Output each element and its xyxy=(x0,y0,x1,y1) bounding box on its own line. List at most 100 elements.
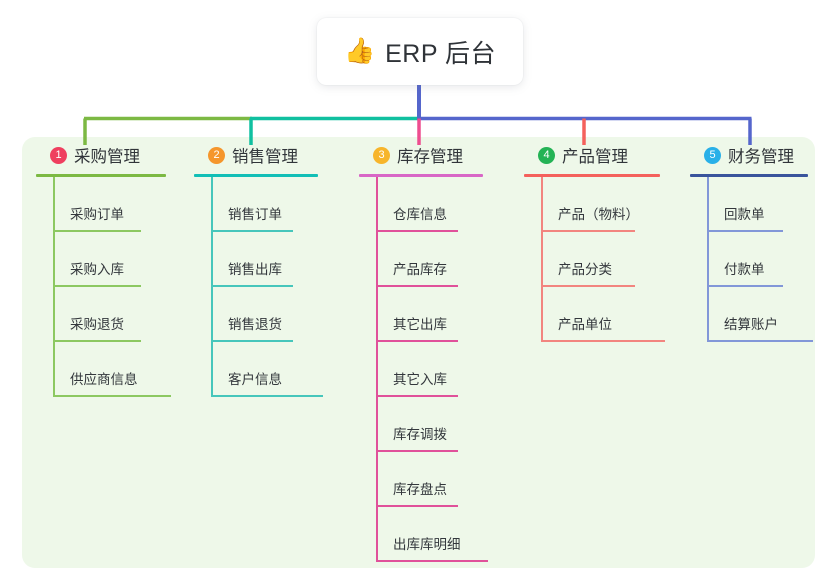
leaf-rule xyxy=(541,285,635,287)
leaf-label: 付款单 xyxy=(724,262,765,277)
leaf-node[interactable]: 产品单位 xyxy=(524,287,665,342)
leaf-label: 销售出库 xyxy=(228,262,282,277)
column-rule-inventory xyxy=(359,174,483,177)
column-product: 4 产品管理产品（物料） 产品分类产品单位 xyxy=(524,137,665,342)
leaf-label: 产品库存 xyxy=(393,262,447,277)
column-rule-purchase xyxy=(36,174,166,177)
column-badge-inventory: 3 xyxy=(373,146,390,164)
leaf-rule xyxy=(541,230,635,232)
leaf-node[interactable]: 客户信息 xyxy=(194,342,323,397)
leaf-node[interactable]: 库存调拨 xyxy=(359,397,483,452)
leaf-node[interactable]: 供应商信息 xyxy=(36,342,171,397)
root-node[interactable]: 👍 ERP 后台 xyxy=(317,18,523,85)
root-node-content: 👍 ERP 后台 xyxy=(344,34,496,70)
leaf-node[interactable]: 采购退货 xyxy=(36,287,166,342)
leaf-label: 仓库信息 xyxy=(393,207,447,222)
leaf-rule xyxy=(376,505,458,507)
diagram-panel xyxy=(22,137,815,568)
leaf-node[interactable]: 出库库明细 xyxy=(359,507,488,562)
column-spine-inventory xyxy=(376,177,378,562)
column-spine-finance xyxy=(707,177,709,342)
column-spine-purchase xyxy=(53,177,55,397)
leaf-rule xyxy=(53,395,171,397)
column-rule-finance xyxy=(690,174,808,177)
column-header-product[interactable]: 4 产品管理 xyxy=(524,137,660,173)
leaf-rule xyxy=(707,230,783,232)
column-title-sales: 销售管理 xyxy=(232,148,298,166)
leaf-rule xyxy=(376,285,458,287)
leaf-rule xyxy=(707,340,813,342)
column-items-sales: 销售订单销售出库销售退货客户信息 xyxy=(194,177,323,397)
column-header-purchase[interactable]: 1 采购管理 xyxy=(36,137,166,173)
leaf-node[interactable]: 销售退货 xyxy=(194,287,318,342)
column-inventory: 3 库存管理仓库信息产品库存其它出库其它入库库存调拨库存盘点出库库明细 xyxy=(359,137,488,562)
leaf-label: 其它入库 xyxy=(393,372,447,387)
column-spine-sales xyxy=(211,177,213,397)
leaf-label: 销售退货 xyxy=(228,317,282,332)
thumbs-up-icon: 👍 xyxy=(343,37,376,65)
leaf-label: 客户信息 xyxy=(228,372,282,387)
leaf-rule xyxy=(376,395,458,397)
column-items-purchase: 采购订单采购入库采购退货供应商信息 xyxy=(36,177,171,397)
leaf-rule xyxy=(53,230,141,232)
leaf-rule xyxy=(376,340,458,342)
leaf-rule xyxy=(541,340,665,342)
leaf-rule xyxy=(53,285,141,287)
leaf-node[interactable]: 采购订单 xyxy=(36,177,166,232)
column-badge-product: 4 xyxy=(538,146,555,164)
leaf-label: 采购退货 xyxy=(70,317,124,332)
leaf-label: 采购订单 xyxy=(70,207,124,222)
leaf-label: 供应商信息 xyxy=(70,372,138,387)
leaf-rule xyxy=(53,340,141,342)
leaf-label: 库存调拨 xyxy=(393,427,447,442)
leaf-label: 出库库明细 xyxy=(393,537,461,552)
column-spine-product xyxy=(541,177,543,342)
leaf-label: 产品（物料） xyxy=(558,207,639,222)
root-title: ERP 后台 xyxy=(385,39,497,68)
leaf-node[interactable]: 库存盘点 xyxy=(359,452,483,507)
leaf-label: 销售订单 xyxy=(228,207,282,222)
leaf-node[interactable]: 销售订单 xyxy=(194,177,318,232)
column-title-purchase: 采购管理 xyxy=(74,148,140,166)
leaf-node[interactable]: 采购入库 xyxy=(36,232,166,287)
leaf-node[interactable]: 产品库存 xyxy=(359,232,483,287)
leaf-node[interactable]: 产品分类 xyxy=(524,232,660,287)
column-items-product: 产品（物料） 产品分类产品单位 xyxy=(524,177,665,342)
leaf-node[interactable]: 付款单 xyxy=(690,232,808,287)
column-badge-finance: 5 xyxy=(704,146,721,164)
leaf-node[interactable]: 仓库信息 xyxy=(359,177,483,232)
leaf-rule xyxy=(707,285,783,287)
leaf-node[interactable]: 回款单 xyxy=(690,177,808,232)
leaf-rule xyxy=(376,450,458,452)
column-items-inventory: 仓库信息产品库存其它出库其它入库库存调拨库存盘点出库库明细 xyxy=(359,177,488,562)
column-rule-sales xyxy=(194,174,318,177)
leaf-node[interactable]: 其它入库 xyxy=(359,342,483,397)
leaf-rule xyxy=(211,395,323,397)
leaf-label: 产品分类 xyxy=(558,262,612,277)
column-items-finance: 回款单付款单结算账户 xyxy=(690,177,813,342)
leaf-node[interactable]: 结算账户 xyxy=(690,287,813,342)
column-badge-purchase: 1 xyxy=(50,146,67,164)
leaf-node[interactable]: 销售出库 xyxy=(194,232,318,287)
leaf-rule xyxy=(211,230,293,232)
column-title-inventory: 库存管理 xyxy=(397,148,463,166)
column-title-product: 产品管理 xyxy=(562,148,628,166)
leaf-node[interactable]: 产品（物料） xyxy=(524,177,660,232)
column-rule-product xyxy=(524,174,660,177)
column-header-inventory[interactable]: 3 库存管理 xyxy=(359,137,483,173)
leaf-label: 其它出库 xyxy=(393,317,447,332)
leaf-label: 采购入库 xyxy=(70,262,124,277)
column-purchase: 1 采购管理采购订单采购入库采购退货供应商信息 xyxy=(36,137,171,397)
leaf-label: 结算账户 xyxy=(724,317,778,332)
leaf-rule xyxy=(376,230,458,232)
leaf-rule xyxy=(376,560,488,562)
leaf-rule xyxy=(211,340,293,342)
leaf-label: 回款单 xyxy=(724,207,765,222)
leaf-node[interactable]: 其它出库 xyxy=(359,287,483,342)
